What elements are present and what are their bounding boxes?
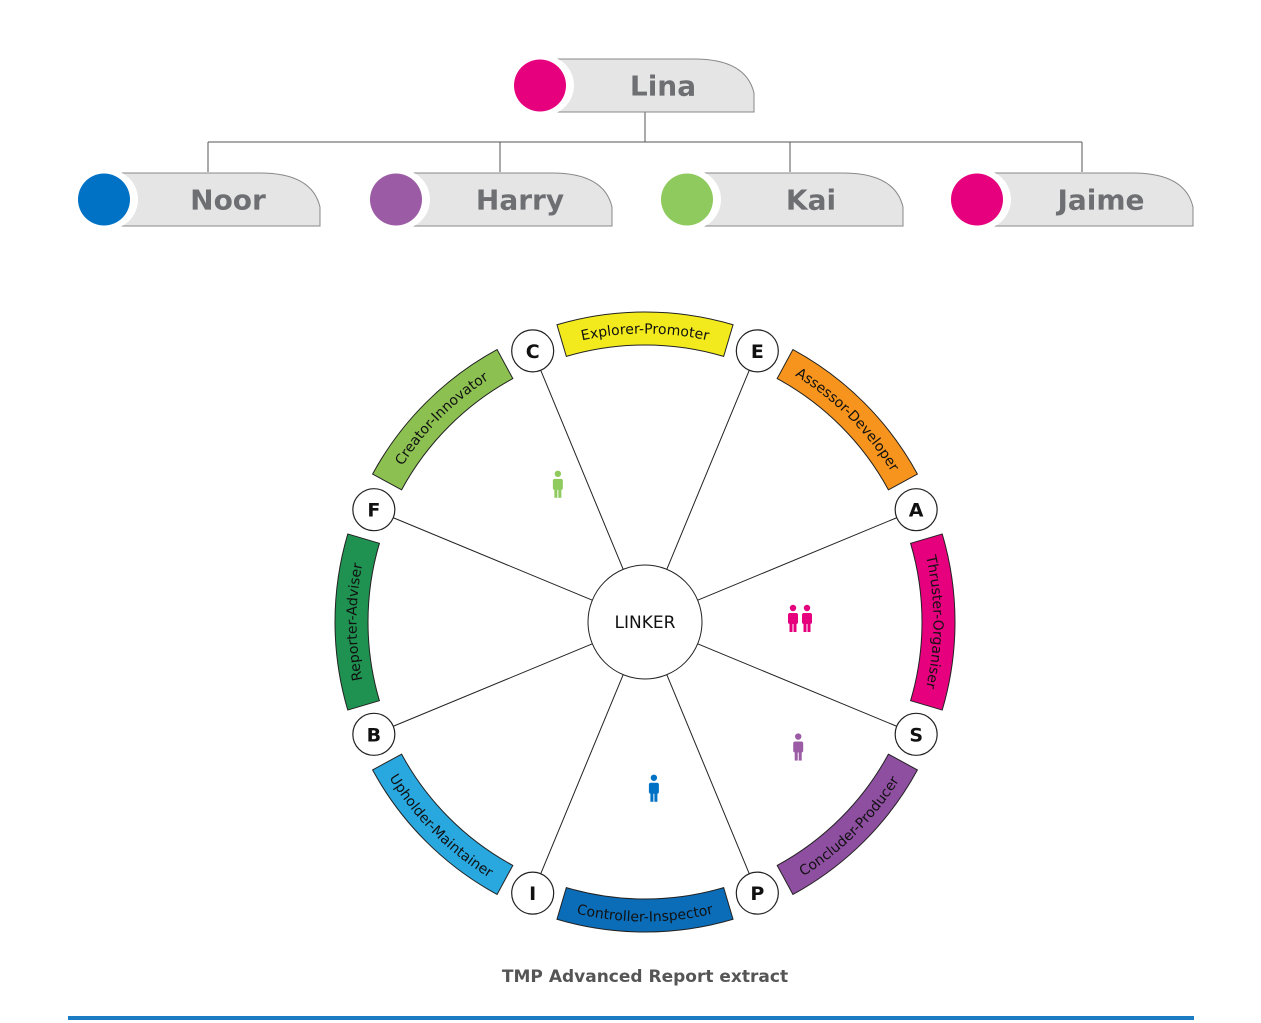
spoke-a xyxy=(697,515,902,601)
node-circle-i xyxy=(511,871,555,915)
org-child-harry: Harry xyxy=(370,169,613,230)
org-child-kai-color-dot xyxy=(661,173,713,226)
node-i: I xyxy=(511,871,555,915)
node-circle-b xyxy=(352,712,396,756)
segment-creator-innovator xyxy=(371,348,514,491)
segment-reporter-adviser xyxy=(334,533,381,711)
person-icon-1-0 xyxy=(788,604,798,632)
wheel-nodes: C E A S P I B F xyxy=(352,329,938,915)
node-e: E xyxy=(735,329,779,373)
bottom-rule xyxy=(68,1016,1194,1020)
spoke-e xyxy=(666,365,752,570)
node-letter-i: I xyxy=(529,883,536,905)
spoke-c xyxy=(538,365,624,570)
org-child-noor-label: Noor xyxy=(190,184,266,217)
wheel-ring xyxy=(334,311,956,933)
segment-thruster-organiser xyxy=(909,533,956,711)
org-child-noor-tab xyxy=(111,172,321,227)
org-child-noor: Noor xyxy=(78,169,321,230)
spoke-s xyxy=(697,643,902,729)
spoke-i xyxy=(538,674,624,879)
people-markers xyxy=(552,470,812,802)
team-wheel: LINKER Explorer-PromoterAssessor-Develop… xyxy=(334,311,956,933)
diagram-caption: TMP Advanced Report extract xyxy=(502,967,788,987)
node-letter-b: B xyxy=(367,724,381,746)
person-icon-2-0 xyxy=(793,733,804,761)
org-child-jaime-color-dot xyxy=(951,173,1003,226)
org-child-harry-tab xyxy=(403,172,613,227)
spoke-p xyxy=(666,674,752,879)
node-p: P xyxy=(735,871,779,915)
segment-upholder-maintainer xyxy=(371,753,514,896)
org-child-harry-label: Harry xyxy=(476,184,564,217)
node-a: A xyxy=(894,488,938,532)
node-letter-p: P xyxy=(750,883,764,905)
person-icon-3-0 xyxy=(648,774,659,802)
node-circle-p xyxy=(735,871,779,915)
org-child-noor-color-dot xyxy=(78,173,130,226)
linker-circle xyxy=(587,564,703,680)
segment-label-6: Reporter-Adviser xyxy=(344,561,366,682)
segment-concluder-producer xyxy=(776,753,919,896)
linker-label: LINKER xyxy=(615,613,676,633)
node-s: S xyxy=(894,712,938,756)
node-circle-a xyxy=(894,488,938,532)
segment-label-1: Assessor-Developer xyxy=(793,365,902,474)
spoke-f xyxy=(388,515,593,601)
segment-label-5: Upholder-Maintainer xyxy=(386,771,496,881)
node-letter-a: A xyxy=(909,500,924,522)
node-letter-f: F xyxy=(367,500,380,522)
spoke-b xyxy=(388,643,593,729)
org-child-kai-label: Kai xyxy=(786,184,836,217)
segment-label-4: Controller-Inspector xyxy=(575,902,714,926)
org-root-node: Lina xyxy=(514,55,755,116)
node-circle-s xyxy=(894,712,938,756)
node-c: C xyxy=(511,329,555,373)
person-icon-1-1 xyxy=(802,604,812,632)
person-icon-0-0 xyxy=(552,470,563,498)
org-root-label: Lina xyxy=(630,70,696,103)
wheel-spokes xyxy=(388,365,902,879)
segment-label-7: Creator-Innovator xyxy=(392,369,491,468)
node-circle-c xyxy=(511,329,555,373)
node-letter-s: S xyxy=(909,724,923,746)
org-child-jaime-label: Jaime xyxy=(1055,184,1144,217)
segment-label-3: Concluder-Producer xyxy=(797,773,903,879)
segment-controller-inspector xyxy=(556,886,734,933)
segment-explorer-promoter xyxy=(556,311,734,358)
node-circle-f xyxy=(352,488,396,532)
org-connectors xyxy=(207,112,1083,172)
org-child-harry-color-dot xyxy=(370,173,422,226)
node-circle-e xyxy=(735,329,779,373)
segment-label-0: Explorer-Promoter xyxy=(580,321,711,344)
segment-label-2: Thruster-Organiser xyxy=(922,553,946,691)
org-children: Noor Harry Kai Jaime xyxy=(78,169,1194,230)
org-root-tab xyxy=(547,58,755,113)
org-root: Lina xyxy=(514,55,755,116)
org-child-kai-tab xyxy=(694,172,904,227)
segment-assessor-developer xyxy=(776,348,919,491)
node-letter-c: C xyxy=(526,341,540,363)
node-b: B xyxy=(352,712,396,756)
node-f: F xyxy=(352,488,396,532)
org-root-color-dot xyxy=(514,59,566,112)
org-child-kai: Kai xyxy=(661,169,904,230)
org-child-jaime: Jaime xyxy=(951,169,1194,230)
node-letter-e: E xyxy=(751,341,764,363)
org-child-jaime-tab xyxy=(984,172,1194,227)
